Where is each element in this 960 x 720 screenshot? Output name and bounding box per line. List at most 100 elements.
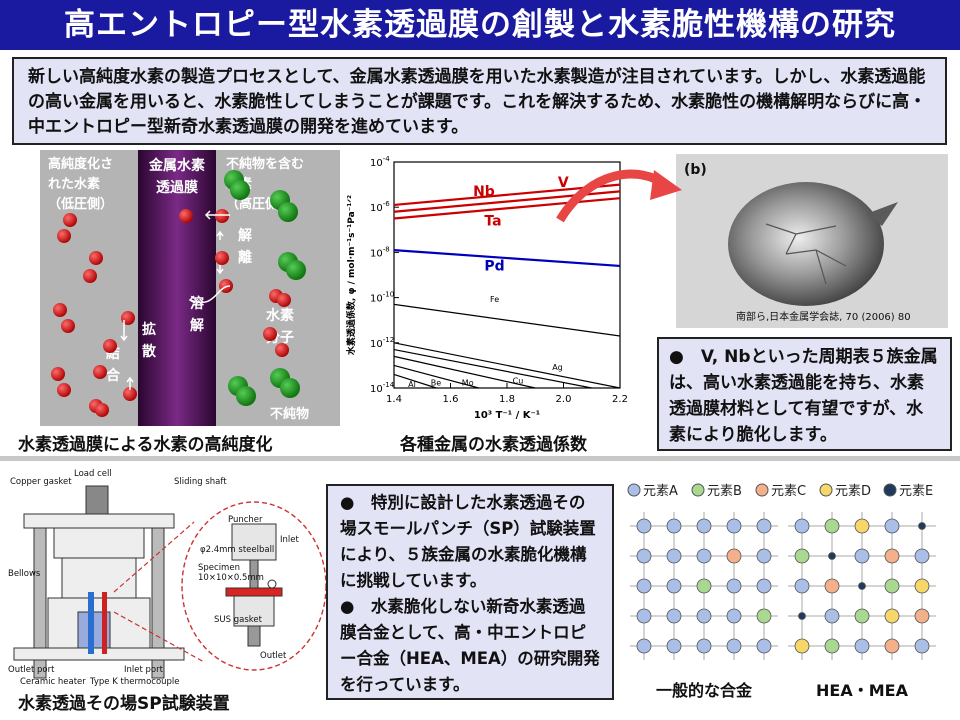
- lattice-atom: [666, 608, 682, 624]
- legend-label: 元素C: [771, 484, 806, 499]
- label-steelball: φ2.4mm steelball: [200, 545, 274, 555]
- series-line-Fe: [393, 303, 621, 337]
- lattice-atom: [636, 518, 652, 534]
- hydrogen-atom: [277, 293, 291, 307]
- label-inlet-port: Inlet port: [124, 665, 164, 675]
- series-label-Ag: Ag: [552, 363, 563, 372]
- x-tick-label: 1.6: [443, 394, 459, 405]
- label-thermocouple: Type K thermocouple: [89, 677, 180, 687]
- lattice-atom: [828, 552, 836, 560]
- right-label-0: 不純物を含む: [226, 156, 304, 172]
- x-tick-label: 1.4: [386, 394, 402, 405]
- diffusion-label-0: 拡: [142, 321, 156, 338]
- lattice-atom: [824, 608, 840, 624]
- legend-label: 元素D: [835, 484, 871, 499]
- lattice-atom: [636, 578, 652, 594]
- hydrogen-atom: [179, 209, 193, 223]
- sp-apparatus-diagram: Load cell Sliding shaft Copper gasket Be…: [8, 469, 327, 687]
- lattice-atom: [858, 582, 866, 590]
- general-alloy-caption: 一般的な合金: [656, 681, 753, 700]
- lattice-atom: [666, 548, 682, 564]
- lattice-atom: [884, 578, 900, 594]
- series-line-Mo: [393, 355, 536, 389]
- note-group5: ● V, Nbといった周期表５族金属は、高い水素透過能を持ち、水素透過膜材料とし…: [657, 337, 952, 451]
- series-label-Be: Be: [431, 379, 441, 388]
- left-label-0: 高純度化さ: [48, 156, 113, 172]
- lattice-atom: [918, 522, 926, 530]
- label-bellows: Bellows: [8, 569, 41, 579]
- series-label-Pd: Pd: [484, 258, 504, 274]
- legend-swatch: [627, 483, 641, 497]
- lattice-atom: [824, 638, 840, 654]
- dissolution-label-1: 解: [190, 317, 204, 334]
- hydrogen-atom: [121, 311, 135, 325]
- label-sliding-shaft: Sliding shaft: [174, 477, 227, 487]
- lattice-atom: [914, 608, 930, 624]
- series-label-Cu: Cu: [513, 376, 524, 385]
- hydrogen-atom: [63, 213, 77, 227]
- molecule-label-0: 水素: [266, 307, 294, 324]
- dissolution-label-0: 溶: [190, 295, 204, 312]
- series-label-Nb: Nb: [473, 184, 495, 200]
- impurity-label: 不純物: [270, 406, 309, 422]
- hydrogen-atom: [215, 209, 229, 223]
- lattice-atom: [636, 548, 652, 564]
- section-divider: [0, 456, 960, 461]
- series-label-Al: Al: [408, 380, 416, 389]
- x-axis-label: 10³ T⁻¹ / K⁻¹: [474, 410, 540, 421]
- label-load-cell: Load cell: [74, 469, 112, 479]
- lattice-atom: [794, 638, 810, 654]
- label-sus-gasket: SUS gasket: [214, 615, 263, 625]
- series-line-Be: [393, 364, 479, 389]
- hydrogen-atom: [57, 383, 71, 397]
- x-tick-label: 2.2: [612, 394, 628, 405]
- legend-label: 元素B: [707, 484, 742, 499]
- lattice-atom: [824, 578, 840, 594]
- lattice-atom: [854, 638, 870, 654]
- lattice-atom: [756, 518, 772, 534]
- lattice-atom: [666, 578, 682, 594]
- legend-swatch: [819, 483, 833, 497]
- membrane-caption: 水素透過膜による水素の高純度化: [18, 435, 273, 455]
- membrane-diagram: 高純度化された水素（低圧側）金属水素透過膜不純物を含む水素（高圧側）解離溶解拡散…: [40, 150, 340, 426]
- lattice-atom: [726, 578, 742, 594]
- hydrogen-atom: [89, 251, 103, 265]
- dissociation-label-1: 離: [238, 249, 252, 266]
- hydrogen-atom: [57, 229, 71, 243]
- label-outlet: Outlet: [260, 651, 287, 661]
- legend-swatch: [691, 483, 705, 497]
- note-sp-item-2: ● 水素脆化しない新奇水素透過膜合金として、高・中エントロピー合金（HEA、ME…: [340, 597, 600, 694]
- hydrogen-atom: [95, 403, 109, 417]
- series-label-Fe: Fe: [490, 295, 499, 304]
- series-line-Pd: [393, 249, 621, 268]
- lattice-atom: [696, 518, 712, 534]
- lattice-atom: [914, 638, 930, 654]
- series-label-Ta: Ta: [484, 213, 501, 229]
- lattice-atom: [854, 608, 870, 624]
- y-tick-label: 10-12: [370, 336, 394, 350]
- lattice-atom: [756, 548, 772, 564]
- impurity-molecule: [286, 260, 306, 280]
- legend-label: 元素A: [643, 484, 678, 499]
- y-axis-label: 水素透過係数, φ / mol·m⁻¹s⁻¹Pa⁻¹ᐟ²: [345, 195, 357, 355]
- impurity-molecule: [278, 202, 298, 222]
- diffusion-label-1: 散: [142, 343, 157, 360]
- lattice-atom: [636, 638, 652, 654]
- lattice-atom: [696, 548, 712, 564]
- note-sp-test: ● 特別に設計した水素透過その場スモールパンチ（SP）試験装置により、５族金属の…: [326, 484, 614, 700]
- lattice-atom: [794, 548, 810, 564]
- lattice-atom: [726, 638, 742, 654]
- page-title: 高エントロピー型水素透過膜の創製と水素脆性機構の研究: [0, 0, 960, 50]
- impurity-molecule: [230, 180, 250, 200]
- lattice-atom: [794, 578, 810, 594]
- series-line-Ag: [393, 342, 621, 389]
- fracture-photo: (b) 南部ら,日本金属学会誌, 70 (2006) 80: [676, 154, 948, 328]
- lattice-atom: [884, 638, 900, 654]
- left-label-2: （低圧側）: [48, 196, 113, 212]
- hydrogen-atom: [53, 303, 67, 317]
- label-ceramic-heater: Ceramic heater: [20, 677, 86, 687]
- note-sp-item-1: ● 特別に設計した水素透過その場スモールパンチ（SP）試験装置により、５族金属の…: [340, 493, 596, 590]
- dissociation-label-0: 解: [238, 227, 252, 244]
